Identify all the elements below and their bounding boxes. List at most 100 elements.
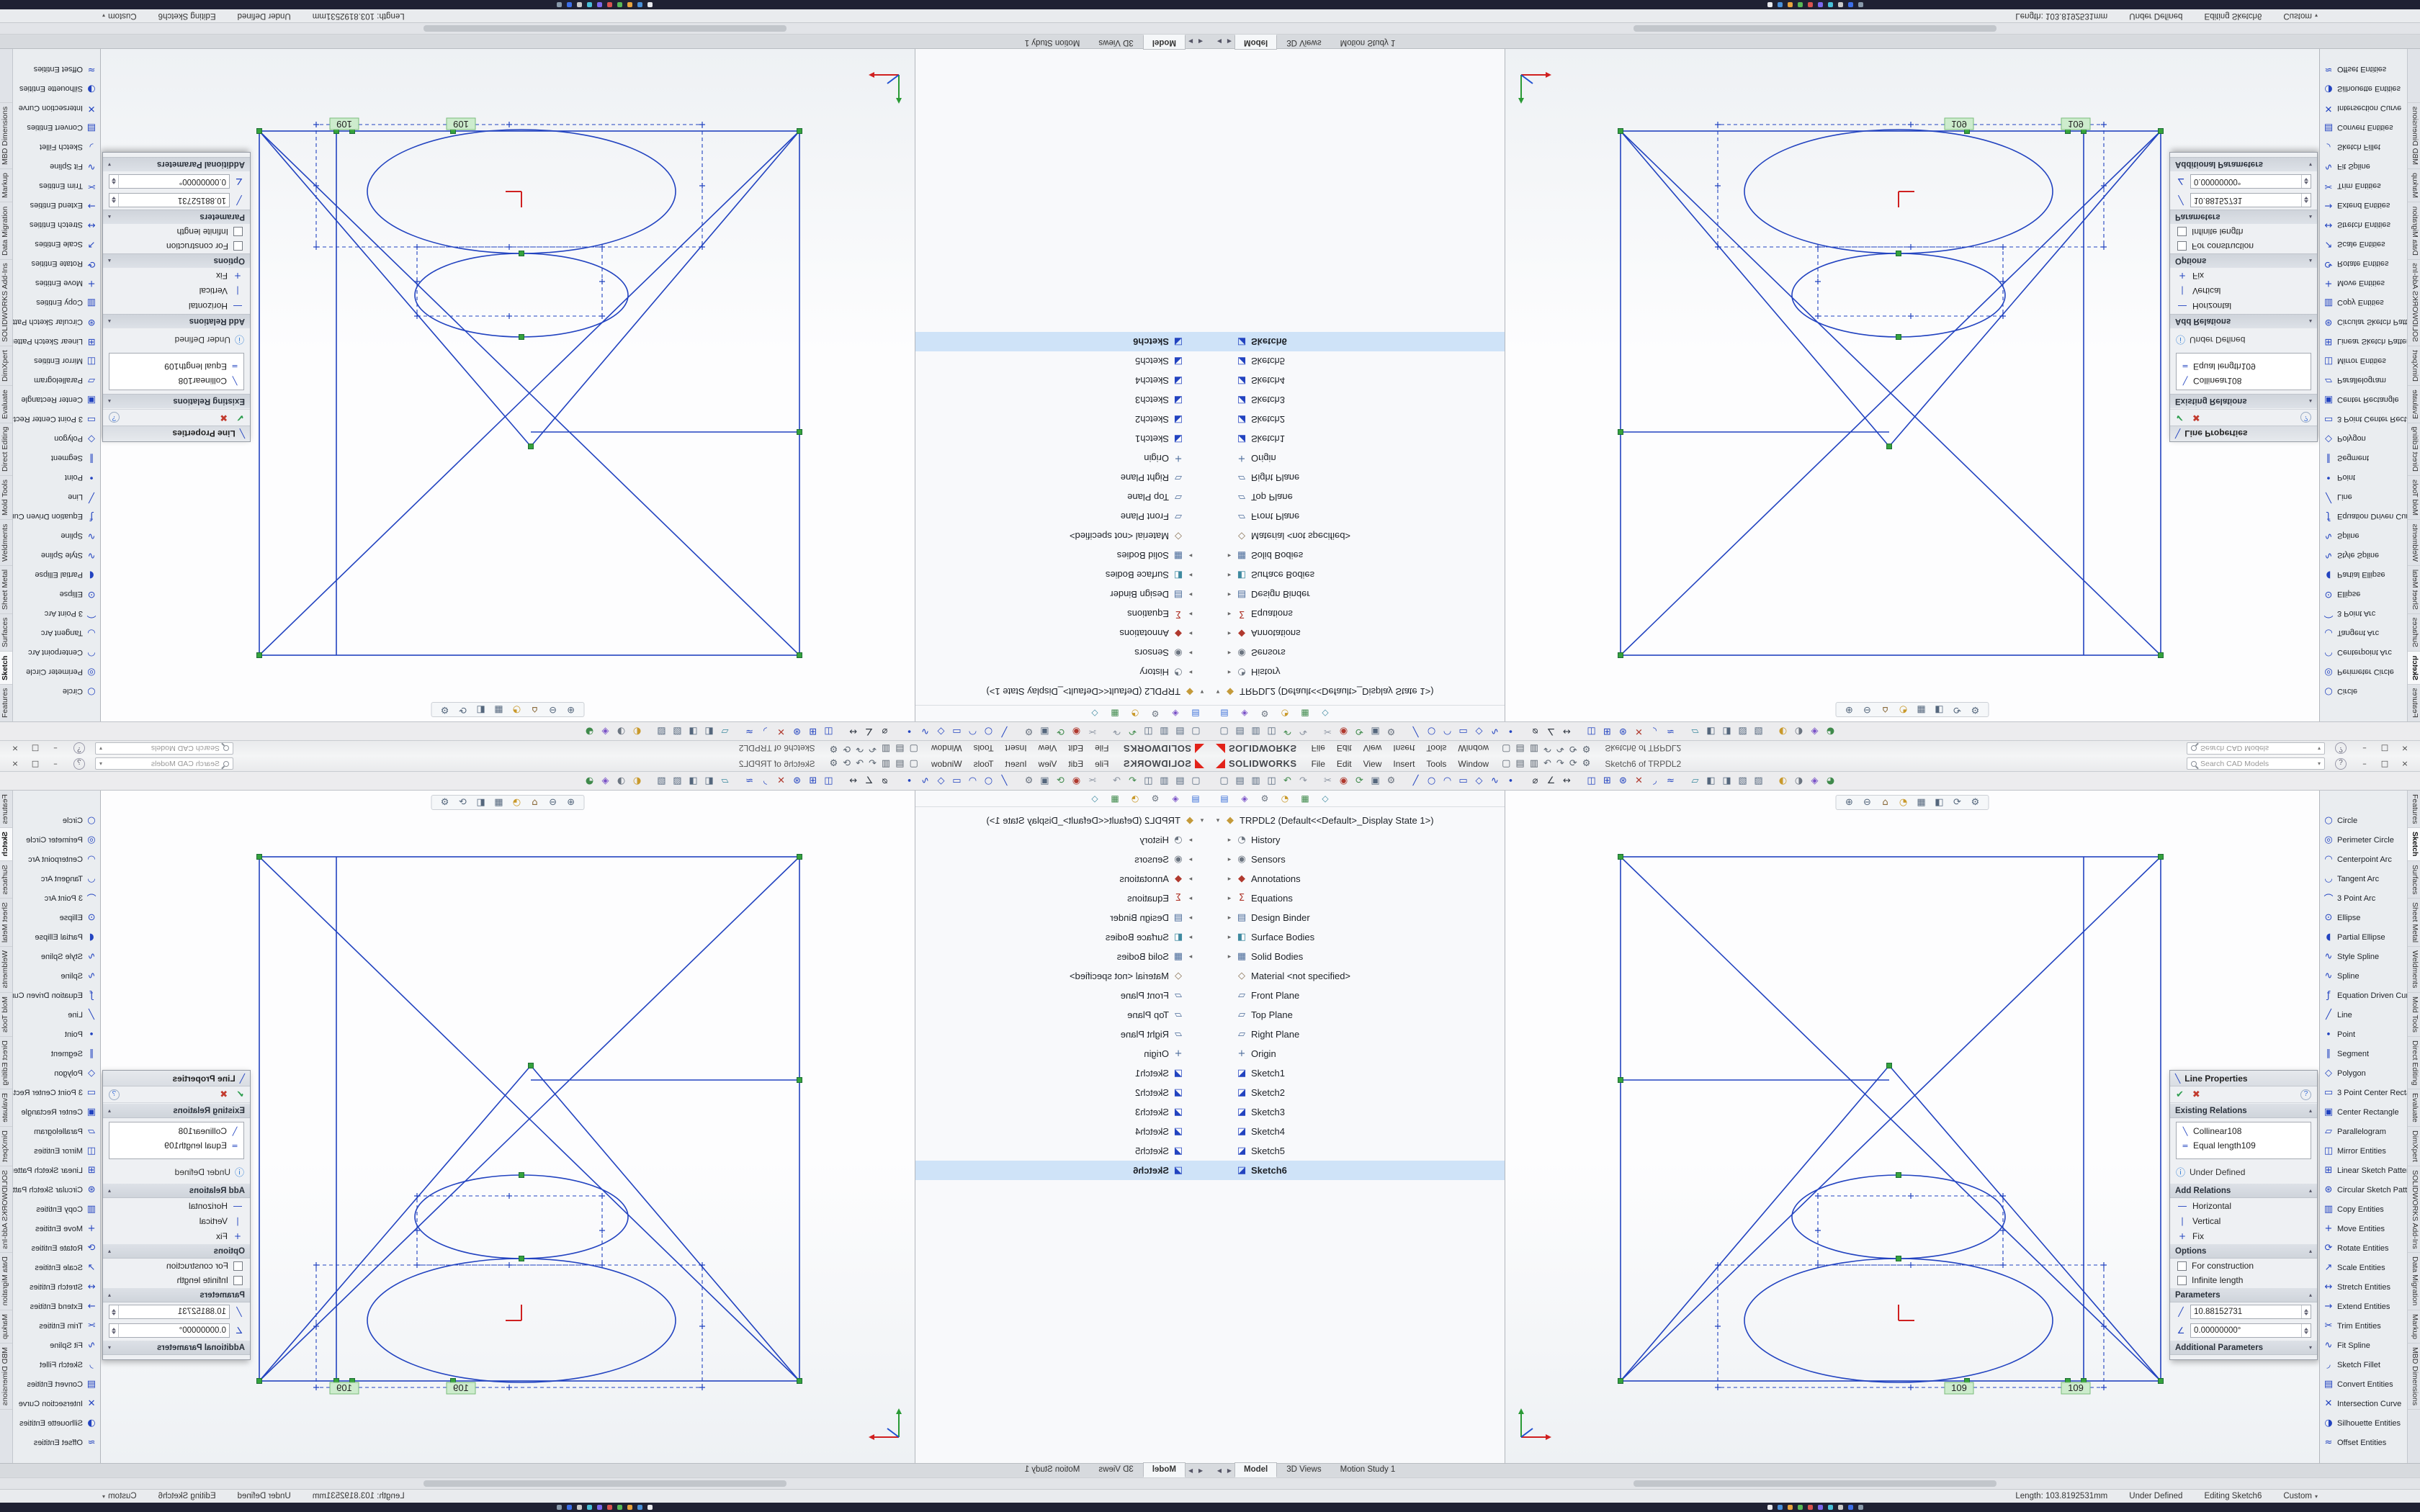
tree-item[interactable]: ▸ ◔ History <box>1210 830 1505 850</box>
help-button[interactable]: ? <box>2300 412 2311 423</box>
sketch-tool-item[interactable]: ◇ Polygon <box>13 1063 100 1083</box>
window-control-button[interactable]: □ <box>2380 744 2389 754</box>
menu-item[interactable]: Tools <box>1426 743 1447 754</box>
toolbar-icon[interactable]: ∙ <box>906 775 913 786</box>
view-tool-icon[interactable]: ▦ <box>1917 797 1926 808</box>
help-button[interactable]: ? <box>2300 1089 2311 1100</box>
toolbar-icon[interactable]: ◨ <box>1722 775 1731 786</box>
tree-item[interactable]: ▾ ◆ TRPDL2 (Default<<Default>_Display St… <box>915 682 1210 701</box>
dimension-label[interactable]: 109 <box>336 1382 352 1393</box>
menu-item[interactable]: Edit <box>1336 758 1352 769</box>
commandmanager-tab[interactable]: MBD Dimensions <box>0 102 12 169</box>
commandmanager-tab[interactable]: Sheet Metal <box>0 564 12 613</box>
commandmanager-tab[interactable]: SOLIDWORKS Add-Ins <box>0 1166 12 1254</box>
checkbox-row[interactable]: For construction <box>2170 239 2317 253</box>
quick-access-icon[interactable]: ⚙ <box>829 743 838 754</box>
commandmanager-tab[interactable]: SOLIDWORKS Add-Ins <box>0 258 12 346</box>
panel-tab-icon[interactable]: ◇ <box>1322 793 1329 804</box>
tree-item[interactable]: ◪ Sketch6 <box>1210 1161 1505 1180</box>
menu-item[interactable]: File <box>1095 758 1109 769</box>
toolbar-icon[interactable]: ▢ <box>1191 726 1201 737</box>
model-tab[interactable]: Model <box>1234 1462 1278 1477</box>
sketch-tool-item[interactable]: ▣ Center Rectangle <box>13 390 100 410</box>
sketch-tool-item[interactable]: ⌒ 3 Point Arc <box>2320 888 2407 908</box>
sketch-tool-item[interactable]: ◖ Partial Ellipse <box>13 927 100 947</box>
view-tool-icon[interactable]: ⟳ <box>459 704 467 715</box>
toolbar-icon[interactable]: ✂ <box>1088 775 1096 786</box>
quick-access-icon[interactable]: ▢ <box>1502 743 1511 754</box>
toolbar-icon[interactable]: ⊛ <box>793 726 801 737</box>
sketch-tool-item[interactable]: ✂ Trim Entities <box>2320 1316 2407 1336</box>
tree-item[interactable]: ▸ ▦ Solid Bodies <box>915 546 1210 565</box>
sketch-tool-item[interactable]: ▱ Parallelogram <box>2320 371 2407 390</box>
sketch-tool-item[interactable]: ∿ Spline <box>13 966 100 986</box>
view-tool-icon[interactable]: ⌂ <box>1882 704 1888 715</box>
commandmanager-tab[interactable]: Sketch <box>2408 828 2420 861</box>
toolbar-icon[interactable]: ▧ <box>673 726 682 737</box>
search-dropdown-icon[interactable]: ▾ <box>2317 745 2321 752</box>
tree-item[interactable]: ◪ Sketch2 <box>1210 410 1505 429</box>
sketch-tool-item[interactable]: ✂ Trim Entities <box>13 1316 100 1336</box>
quick-access-icon[interactable]: ▥ <box>882 758 891 769</box>
commandmanager-tab[interactable]: DimXpert <box>2408 1127 2420 1166</box>
checkbox[interactable] <box>2177 1261 2187 1271</box>
taskbar-app-icon[interactable] <box>1817 1505 1823 1510</box>
toolbar-icon[interactable]: ↷ <box>1113 726 1121 737</box>
help-icon[interactable]: ? <box>73 742 85 755</box>
toolbar-icon[interactable]: ◈ <box>1811 775 1819 786</box>
toolbar-icon[interactable]: ▣ <box>1371 726 1380 737</box>
tree-item[interactable]: ▸ ◔ History <box>1210 662 1505 682</box>
tree-item[interactable]: ◪ Sketch3 <box>915 1102 1210 1122</box>
toolbar-icon[interactable]: ◉ <box>1072 726 1081 737</box>
sketch-tool-item[interactable]: ⌒ 3 Point Arc <box>13 604 100 624</box>
tree-item[interactable]: ◇ Material <not specified> <box>1210 526 1505 546</box>
toolbar-icon[interactable]: ∿ <box>1491 775 1499 786</box>
tree-item[interactable]: ◪ Sketch5 <box>1210 1141 1505 1161</box>
panel-tab-icon[interactable]: ◔ <box>1131 793 1139 804</box>
expand-caret-icon[interactable]: ▸ <box>1188 836 1193 844</box>
expand-caret-icon[interactable]: ▸ <box>1188 571 1193 579</box>
panel-tab-icon[interactable]: ◈ <box>1241 793 1248 804</box>
sketch-tool-item[interactable]: ▱ Parallelogram <box>2320 1122 2407 1141</box>
taskbar-app-icon[interactable] <box>597 1505 603 1510</box>
checkbox-row[interactable]: For construction <box>103 1259 250 1273</box>
sketch-tool-item[interactable]: ∿ Spline <box>2320 526 2407 546</box>
spinner[interactable] <box>2301 194 2311 207</box>
panel-tab-icon[interactable]: ⚙ <box>1151 793 1160 804</box>
tree-item[interactable]: ◪ Sketch4 <box>915 371 1210 390</box>
toolbar-icon[interactable]: ◞ <box>763 775 768 786</box>
taskbar-app-icon[interactable] <box>1857 1505 1863 1510</box>
toolbar-icon[interactable]: ✕ <box>1635 775 1643 786</box>
toolbar-icon[interactable]: ▧ <box>673 775 682 786</box>
quick-access-icon[interactable]: ⚙ <box>829 758 838 769</box>
relation-button[interactable]: ∣ Vertical <box>2170 1213 2317 1228</box>
units-dropdown[interactable]: Custom ▾ <box>2283 1492 2318 1500</box>
sketch-tool-item[interactable]: ○ Circle <box>2320 682 2407 701</box>
dimension-label[interactable]: 109 <box>453 119 469 130</box>
graphics-area[interactable]: 109 109 ⊕⊖⌂◔▦◧⟳⚙ <box>101 791 915 1463</box>
menu-item[interactable]: Edit <box>1068 743 1084 754</box>
taskbar-app-icon[interactable] <box>1787 2 1793 7</box>
sketch-tool-item[interactable]: ↗ Scale Entities <box>13 1258 100 1277</box>
toolbar-icon[interactable]: ◉ <box>1339 726 1348 737</box>
sketch-tool-item[interactable]: ƒ Equation Driven Curve <box>13 986 100 1005</box>
taskbar-app-icon[interactable] <box>1807 2 1813 7</box>
view-tool-icon[interactable]: ◧ <box>1935 704 1944 715</box>
sketch-tool-item[interactable]: ↔ Stretch Entities <box>2320 215 2407 235</box>
construction-lines[interactable] <box>1717 1195 2105 1388</box>
commandmanager-tab[interactable]: MBD Dimensions <box>0 1343 12 1410</box>
tree-item[interactable]: ▱ Right Plane <box>1210 1025 1505 1044</box>
toolbar-icon[interactable]: ⚙ <box>1386 775 1396 786</box>
sketch-tool-item[interactable]: → Extend Entities <box>13 196 100 215</box>
sketch-tool-item[interactable]: ✕ Intersection Curve <box>2320 99 2407 118</box>
view-tool-icon[interactable]: ⚙ <box>1971 797 1980 808</box>
horizontal-scrollbar[interactable] <box>1210 23 2420 35</box>
toolbar-icon[interactable]: ◫ <box>1587 775 1596 786</box>
sketch-tool-item[interactable]: ◑ Silhouette Entities <box>2320 1413 2407 1433</box>
tree-item[interactable]: ◪ Sketch3 <box>1210 1102 1505 1122</box>
sketch-tool-item[interactable]: ∿ Fit Spline <box>2320 1336 2407 1355</box>
sketch-tool-item[interactable]: ◫ Mirror Entities <box>13 351 100 371</box>
sketch-tool-item[interactable]: ▭ 3 Point Center Recta... <box>2320 410 2407 429</box>
selected-vertex-handles[interactable] <box>1618 128 2164 658</box>
checkbox[interactable] <box>233 227 243 237</box>
